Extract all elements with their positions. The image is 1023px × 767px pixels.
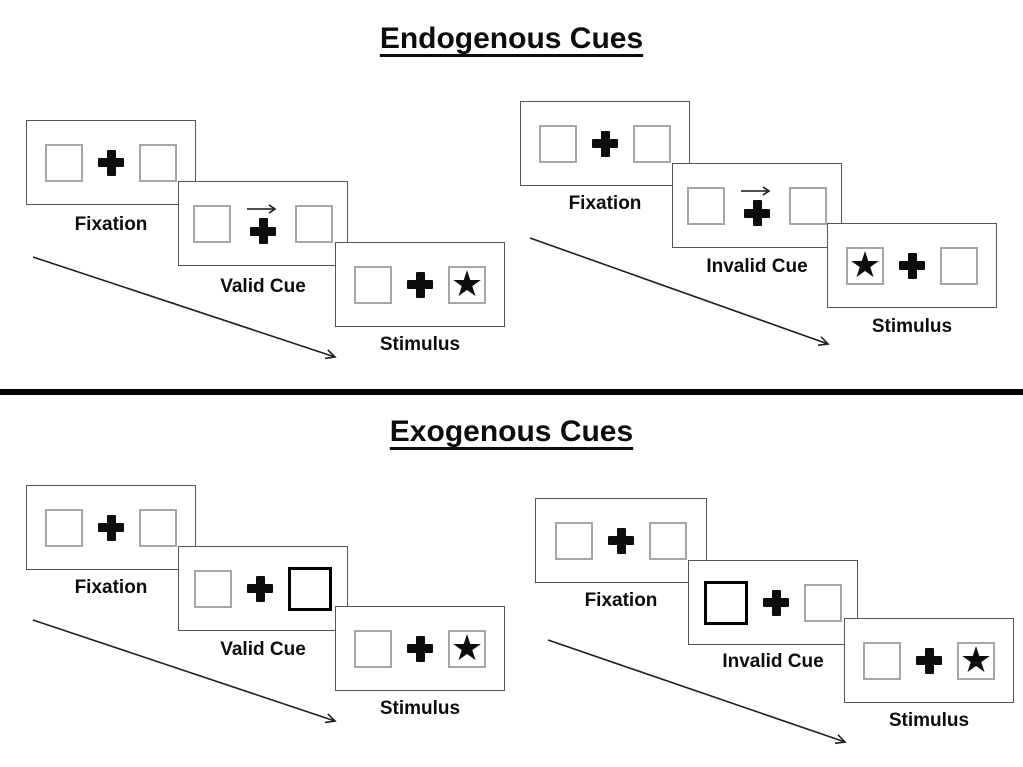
panel-label: Invalid Cue (706, 256, 808, 277)
left-box-icon (45, 143, 83, 182)
fixation-cross-icon (608, 527, 634, 554)
right-box-icon: ★ (448, 626, 486, 668)
left-box-icon (687, 186, 725, 225)
fixation-panel (26, 120, 196, 205)
panel-label: Stimulus (379, 334, 461, 355)
time-arrow-icon (32, 256, 337, 360)
left-box-icon (555, 521, 593, 560)
right-box-icon (139, 508, 177, 547)
panel-label: Stimulus (871, 316, 953, 337)
section-title-endogenous: Endogenous Cues (0, 22, 1023, 56)
cue-panel (178, 546, 348, 631)
panel-label: Stimulus (888, 710, 970, 731)
fixation-cross-icon (98, 514, 124, 541)
fixation-panel (26, 485, 196, 570)
panel-label: Fixation (74, 214, 148, 235)
left-box-icon (193, 204, 231, 243)
panel-label: Valid Cue (220, 639, 306, 660)
panel-label: Valid Cue (220, 276, 306, 297)
cue-arrow-right-icon (247, 204, 277, 214)
stimulus-panel: ★ (844, 618, 1014, 703)
fixation-cross-icon (592, 130, 618, 157)
star-icon: ★ (848, 243, 882, 285)
right-box-icon (295, 204, 333, 243)
fixation-cross-icon (916, 647, 942, 674)
cue-panel (688, 560, 858, 645)
fixation-cross-icon (763, 589, 789, 616)
left-box-icon (354, 265, 392, 304)
left-box-icon (194, 569, 232, 608)
panel-label: Fixation (584, 590, 658, 611)
section-title-exogenous: Exogenous Cues (0, 415, 1023, 449)
section-title-text: Endogenous Cues (379, 22, 644, 55)
section-title-text: Exogenous Cues (389, 415, 634, 448)
stimulus-panel: ★ (335, 606, 505, 691)
star-icon: ★ (450, 262, 484, 304)
right-box-icon: ★ (957, 638, 995, 680)
section-divider (0, 389, 1023, 395)
time-arrow-icon (529, 237, 830, 347)
left-box-icon (539, 124, 577, 163)
stimulus-panel: ★ (827, 223, 997, 308)
left-box-icon: ★ (846, 243, 884, 285)
right-box-icon (649, 521, 687, 560)
fixation-panel (535, 498, 707, 583)
fixation-cross-icon (250, 218, 276, 244)
panel-label: Fixation (74, 577, 148, 598)
left-box-icon (354, 629, 392, 668)
left-box-icon (863, 641, 901, 680)
right-box-icon: ★ (448, 262, 486, 304)
highlighted-right-box-icon (288, 566, 332, 611)
fixation-cross-icon (744, 200, 770, 226)
right-box-icon (633, 124, 671, 163)
star-icon: ★ (959, 638, 993, 680)
central-cue (740, 185, 774, 226)
fixation-cross-icon (247, 575, 273, 602)
cue-panel (178, 181, 348, 266)
star-icon: ★ (450, 626, 484, 668)
stimulus-panel: ★ (335, 242, 505, 327)
panel-label: Fixation (568, 193, 642, 214)
time-arrow-icon (547, 639, 847, 745)
right-box-icon (804, 583, 842, 622)
highlighted-left-box-icon (704, 580, 748, 625)
central-cue (246, 203, 280, 244)
time-arrow-icon (32, 619, 337, 724)
panel-label: Stimulus (379, 698, 461, 719)
cue-arrow-right-icon (741, 186, 771, 196)
right-box-icon (139, 143, 177, 182)
panel-label: Invalid Cue (722, 651, 824, 672)
fixation-cross-icon (98, 149, 124, 176)
cue-panel (672, 163, 842, 248)
right-box-icon (789, 186, 827, 225)
fixation-panel (520, 101, 690, 186)
fixation-cross-icon (407, 635, 433, 662)
right-box-icon (940, 246, 978, 285)
fixation-cross-icon (407, 271, 433, 298)
fixation-cross-icon (899, 252, 925, 279)
left-box-icon (45, 508, 83, 547)
